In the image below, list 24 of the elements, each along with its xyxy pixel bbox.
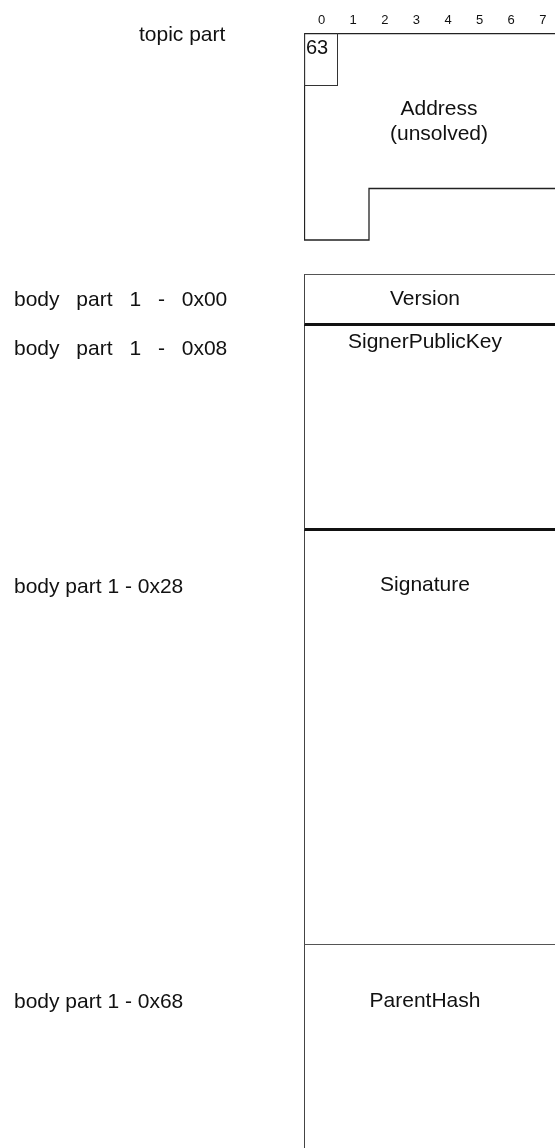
field-name: Version xyxy=(388,286,461,310)
bit-value: 63 xyxy=(306,36,329,59)
offset-label: body part 1 - 0x68 xyxy=(14,989,184,1013)
bit-index: 0 xyxy=(318,12,326,27)
offset-label: body part 1 - 0x08 xyxy=(14,336,228,360)
bit-index: 6 xyxy=(507,12,515,27)
field-row xyxy=(304,274,555,326)
field-name: ParentHash xyxy=(368,988,482,1012)
field-row xyxy=(304,326,555,531)
bit-value-box xyxy=(304,33,338,86)
address-field-outline xyxy=(304,33,555,241)
offset-label: body part 1 - 0x28 xyxy=(14,574,184,598)
bit-index: 3 xyxy=(412,12,421,27)
field-name: Signature xyxy=(379,572,471,596)
bit-index: 1 xyxy=(349,12,357,27)
field-row xyxy=(304,531,555,945)
field-name: SignerPublicKey xyxy=(346,329,504,353)
bit-index: 4 xyxy=(444,12,452,27)
bit-index: 7 xyxy=(539,12,547,27)
offset-label: body part 1 - 0x00 xyxy=(14,287,228,311)
section-label: topic part xyxy=(139,22,226,46)
bit-index: 5 xyxy=(476,12,484,27)
field-label: Address (unsolved) xyxy=(388,95,490,145)
bit-index: 2 xyxy=(381,12,389,27)
